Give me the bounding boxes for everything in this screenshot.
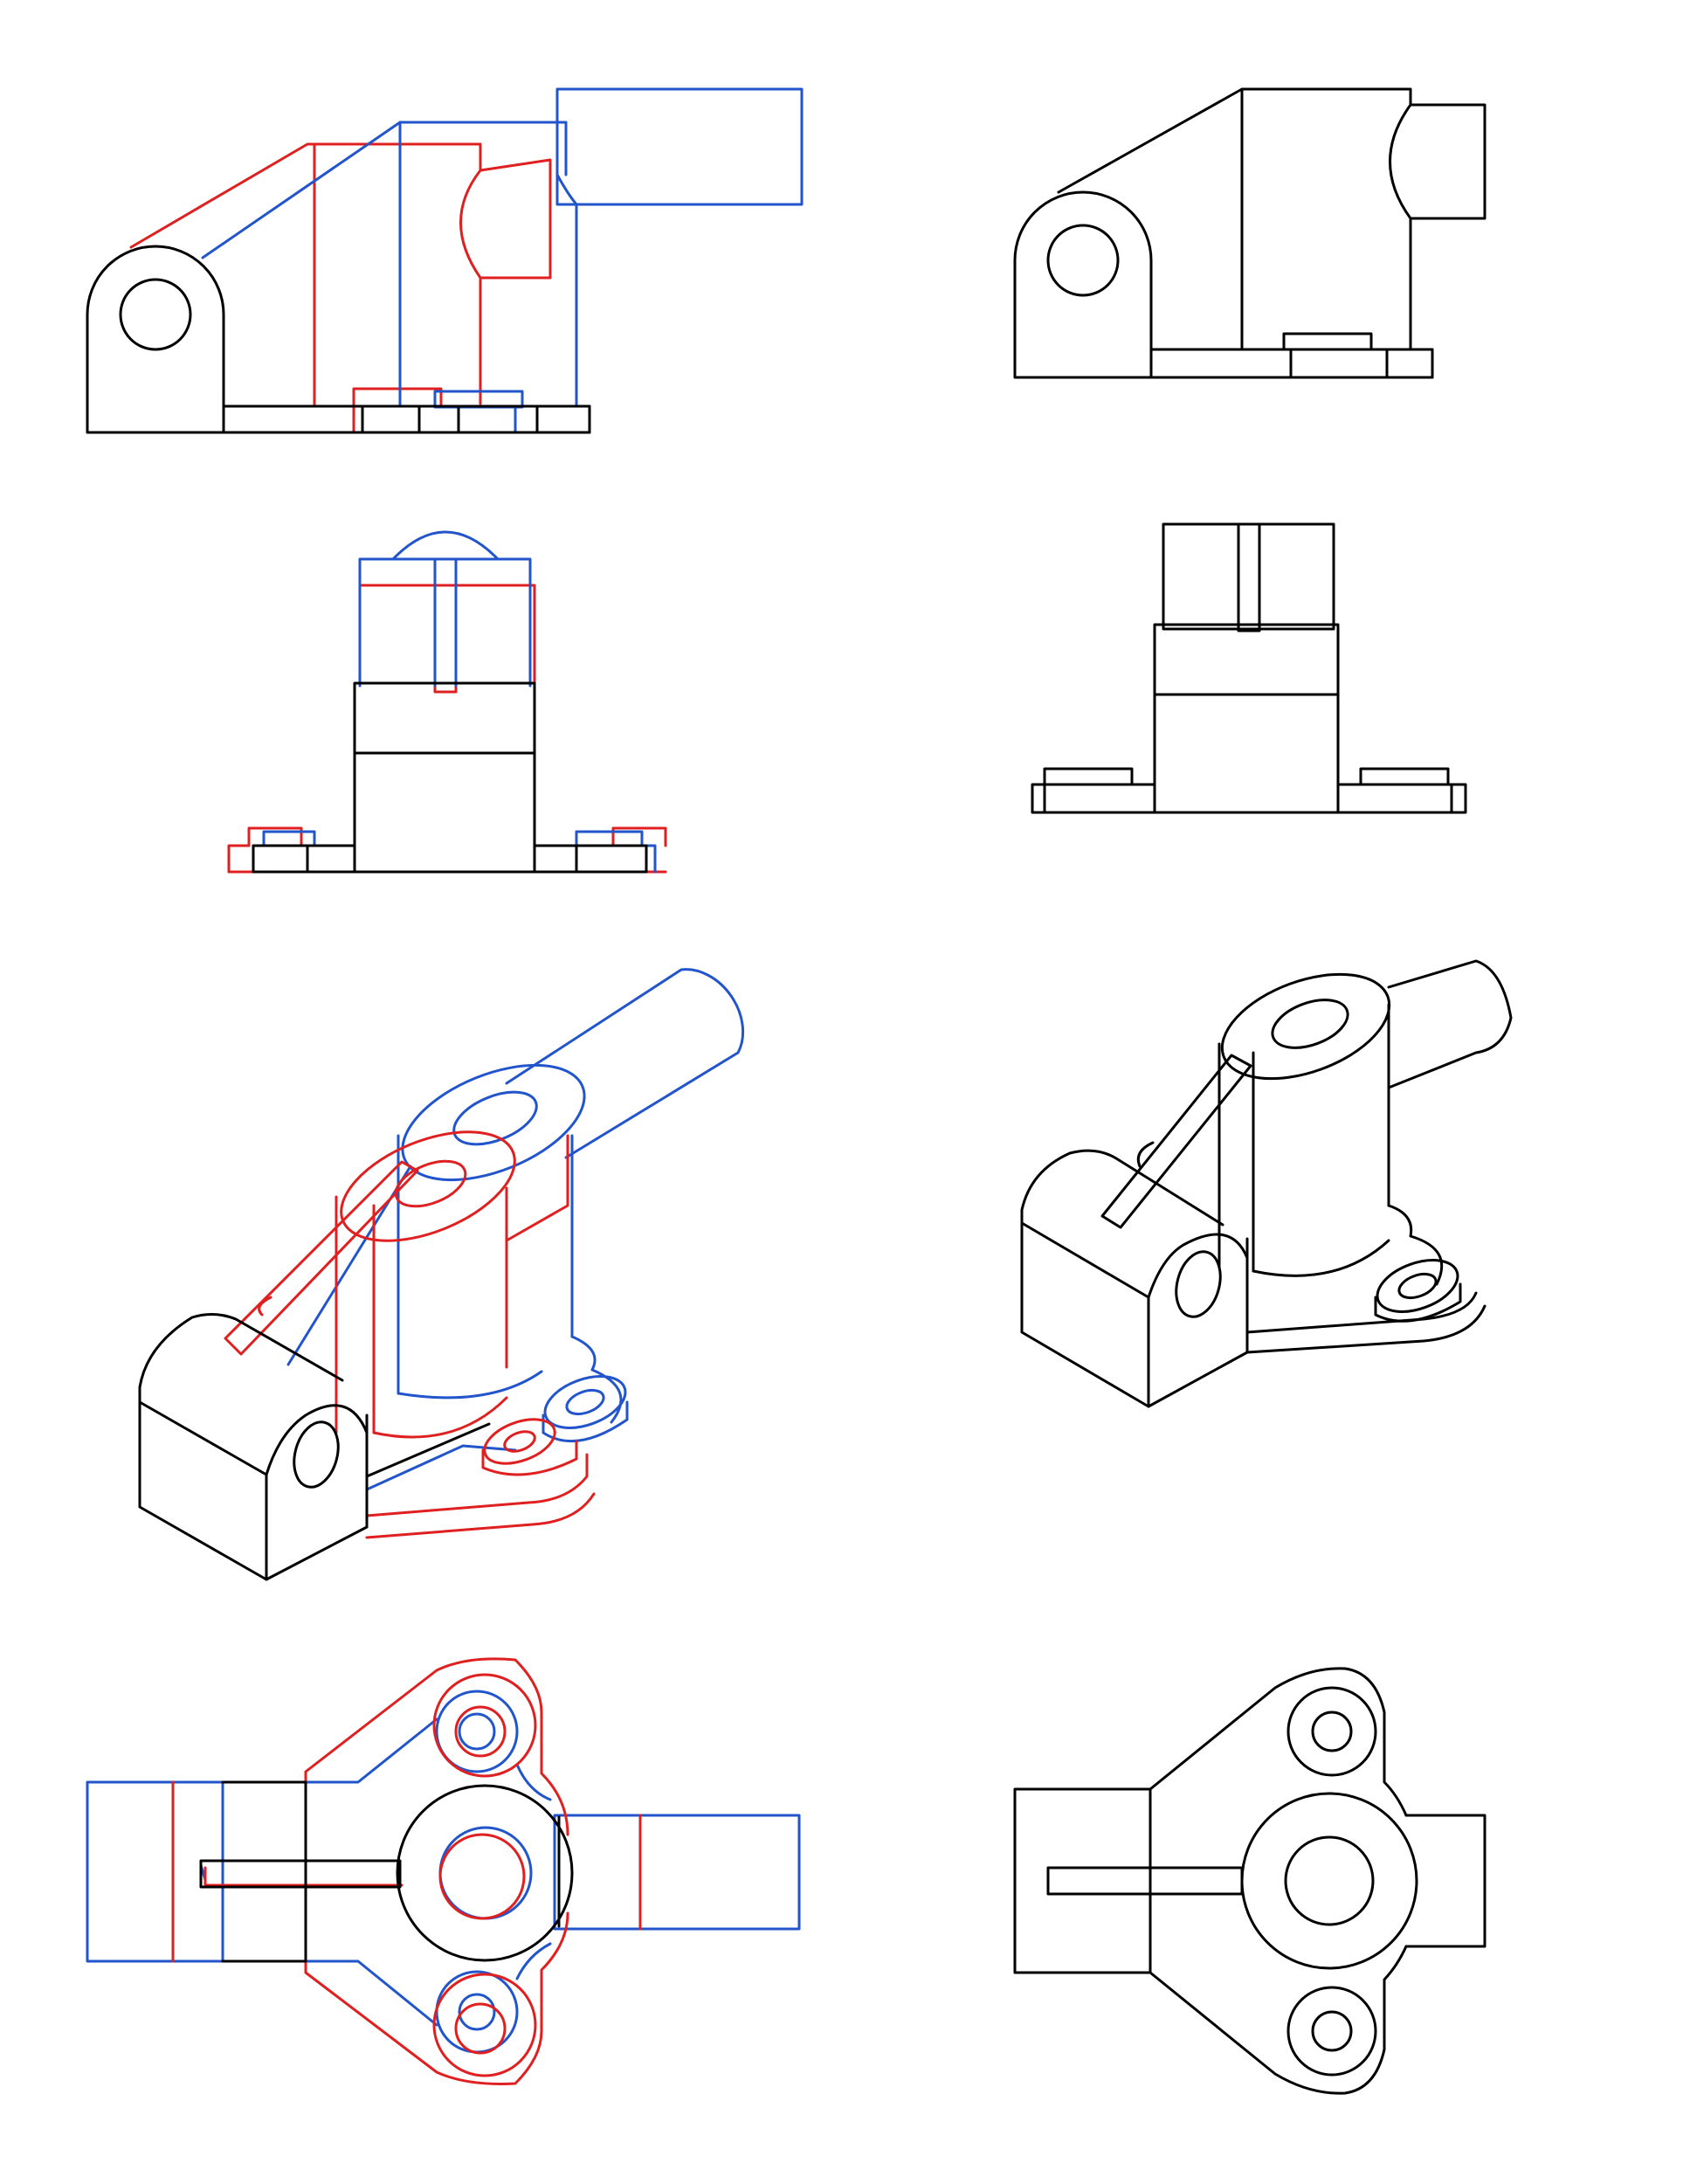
top-view-result: [1013, 1667, 1487, 2095]
front-overlay-blue-variant: [201, 87, 804, 434]
side-overlay-blue-variant: [252, 530, 657, 874]
top-view-overlay: [86, 1657, 801, 2085]
side-view-result: [1031, 522, 1467, 814]
isometric-view-overlay: [138, 968, 745, 1581]
front-overlay-red-variant: [129, 142, 552, 434]
top-overlay-red-variant: [171, 1657, 642, 2085]
side-overlay-red-variant: [227, 584, 667, 874]
isometric-overlay-blue-variant: [286, 968, 745, 1491]
front-overlay-base: [86, 245, 591, 434]
front-view-overlay: [86, 87, 804, 434]
side-overlay-base: [252, 681, 648, 874]
side-view-overlay: [227, 530, 667, 874]
isometric-view-result: [1020, 959, 1513, 1408]
isometric-overlay-base: [138, 1313, 491, 1581]
top-overlay-base: [199, 1780, 574, 1963]
isometric-overlay-red-variant: [224, 1130, 596, 1539]
front-view-result: [1013, 87, 1487, 379]
